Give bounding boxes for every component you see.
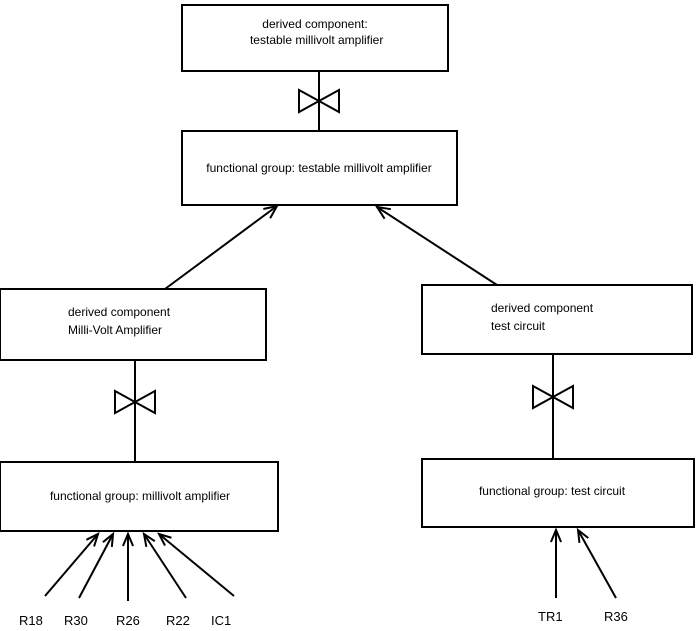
leaf-part-label: R26 [116,613,140,628]
leaf-part[interactable]: R26 [116,531,140,628]
box-label: derived component: testable millivolt am… [247,17,384,47]
derivation-link[interactable] [532,354,574,459]
box-label-line: Milli-Volt Amplifier [68,323,162,337]
derivation-link[interactable] [114,360,156,462]
box-outline [0,288,267,361]
box-label-line: functional group: testable millivolt amp… [206,161,431,175]
arrow-head-icon [157,532,172,546]
leaf-part[interactable]: R30 [64,531,115,628]
box-label: functional group: testable millivolt amp… [206,161,431,175]
leaf-part[interactable]: R36 [576,527,628,624]
arrow-shaft [164,205,278,290]
bowtie-right-triangle-icon [550,384,574,410]
diagram-box[interactable]: functional group: testable millivolt amp… [181,130,458,206]
composition-arrow[interactable] [164,204,279,290]
arrow-shaft [158,533,235,597]
bowtie-right-triangle-icon [132,389,156,415]
boxes-layer: derived component: testable millivolt am… [0,4,695,532]
bowtie-left-triangle-icon [114,389,138,415]
leaf-part-label: TR1 [538,609,563,624]
box-label-line: test circuit [491,319,546,333]
arrow-head-icon [122,531,134,547]
box-label-line: derived component [68,305,171,319]
leaf-part-label: IC1 [211,613,231,628]
leaf-part-label: R18 [19,613,43,628]
leaf-part[interactable]: R18 [19,532,100,628]
arrow-head-icon [102,531,115,548]
arrow-shaft [44,533,99,597]
leaf-part[interactable]: TR1 [538,527,563,624]
box-outline [0,461,279,532]
diagram-box[interactable]: functional group: millivolt amplifier [0,461,279,532]
arrow-head-icon [85,532,100,547]
box-label-line: functional group: test circuit [479,484,626,498]
arrow-shaft [78,533,114,599]
arrow-head-icon [550,527,562,543]
box-outline [181,4,449,72]
arrow-head-icon [576,527,589,544]
bowtie-left-triangle-icon [532,384,556,410]
derivation-links-layer [114,71,574,462]
box-label: functional group: test circuit [479,484,626,498]
arrow-shaft [143,533,187,599]
arrow-head-icon [374,205,391,220]
arrow-head-icon [142,531,156,547]
box-label-line: testable millivolt amplifier [247,33,384,47]
box-outline [181,130,458,206]
box-label-line: derived component [491,301,594,315]
diagram-box[interactable]: derived component test circuit [421,284,693,355]
arrow-shaft [577,529,617,599]
leaf-part-label: R30 [64,613,88,628]
diagram-box[interactable]: derived component: testable millivolt am… [181,4,449,72]
box-outline [421,284,693,355]
box-label: derived component test circuit [491,301,594,333]
box-label-line: derived component: [262,17,367,31]
composition-arrow[interactable] [374,205,498,286]
leaf-part[interactable]: IC1 [157,532,235,628]
box-outline [421,458,695,528]
arrow-shaft [376,206,498,286]
leaf-parts-layer: R18 R30 R26 R22 IC1 TR1 R36 [19,527,628,628]
leaf-part-label: R36 [604,609,628,624]
derivation-link[interactable] [298,71,340,131]
box-label: functional group: millivolt amplifier [50,489,230,503]
diagram-box[interactable]: functional group: test circuit [421,458,695,528]
leaf-part[interactable]: R22 [142,531,190,628]
bowtie-right-triangle-icon [316,88,340,114]
composition-arrows-layer [164,204,498,290]
leaf-part-label: R22 [166,613,190,628]
leaf-group: TR1 R36 [538,527,628,624]
leaf-group: R18 R30 R26 R22 IC1 [19,531,235,628]
box-label-line: functional group: millivolt amplifier [50,489,230,503]
bowtie-left-triangle-icon [298,88,322,114]
